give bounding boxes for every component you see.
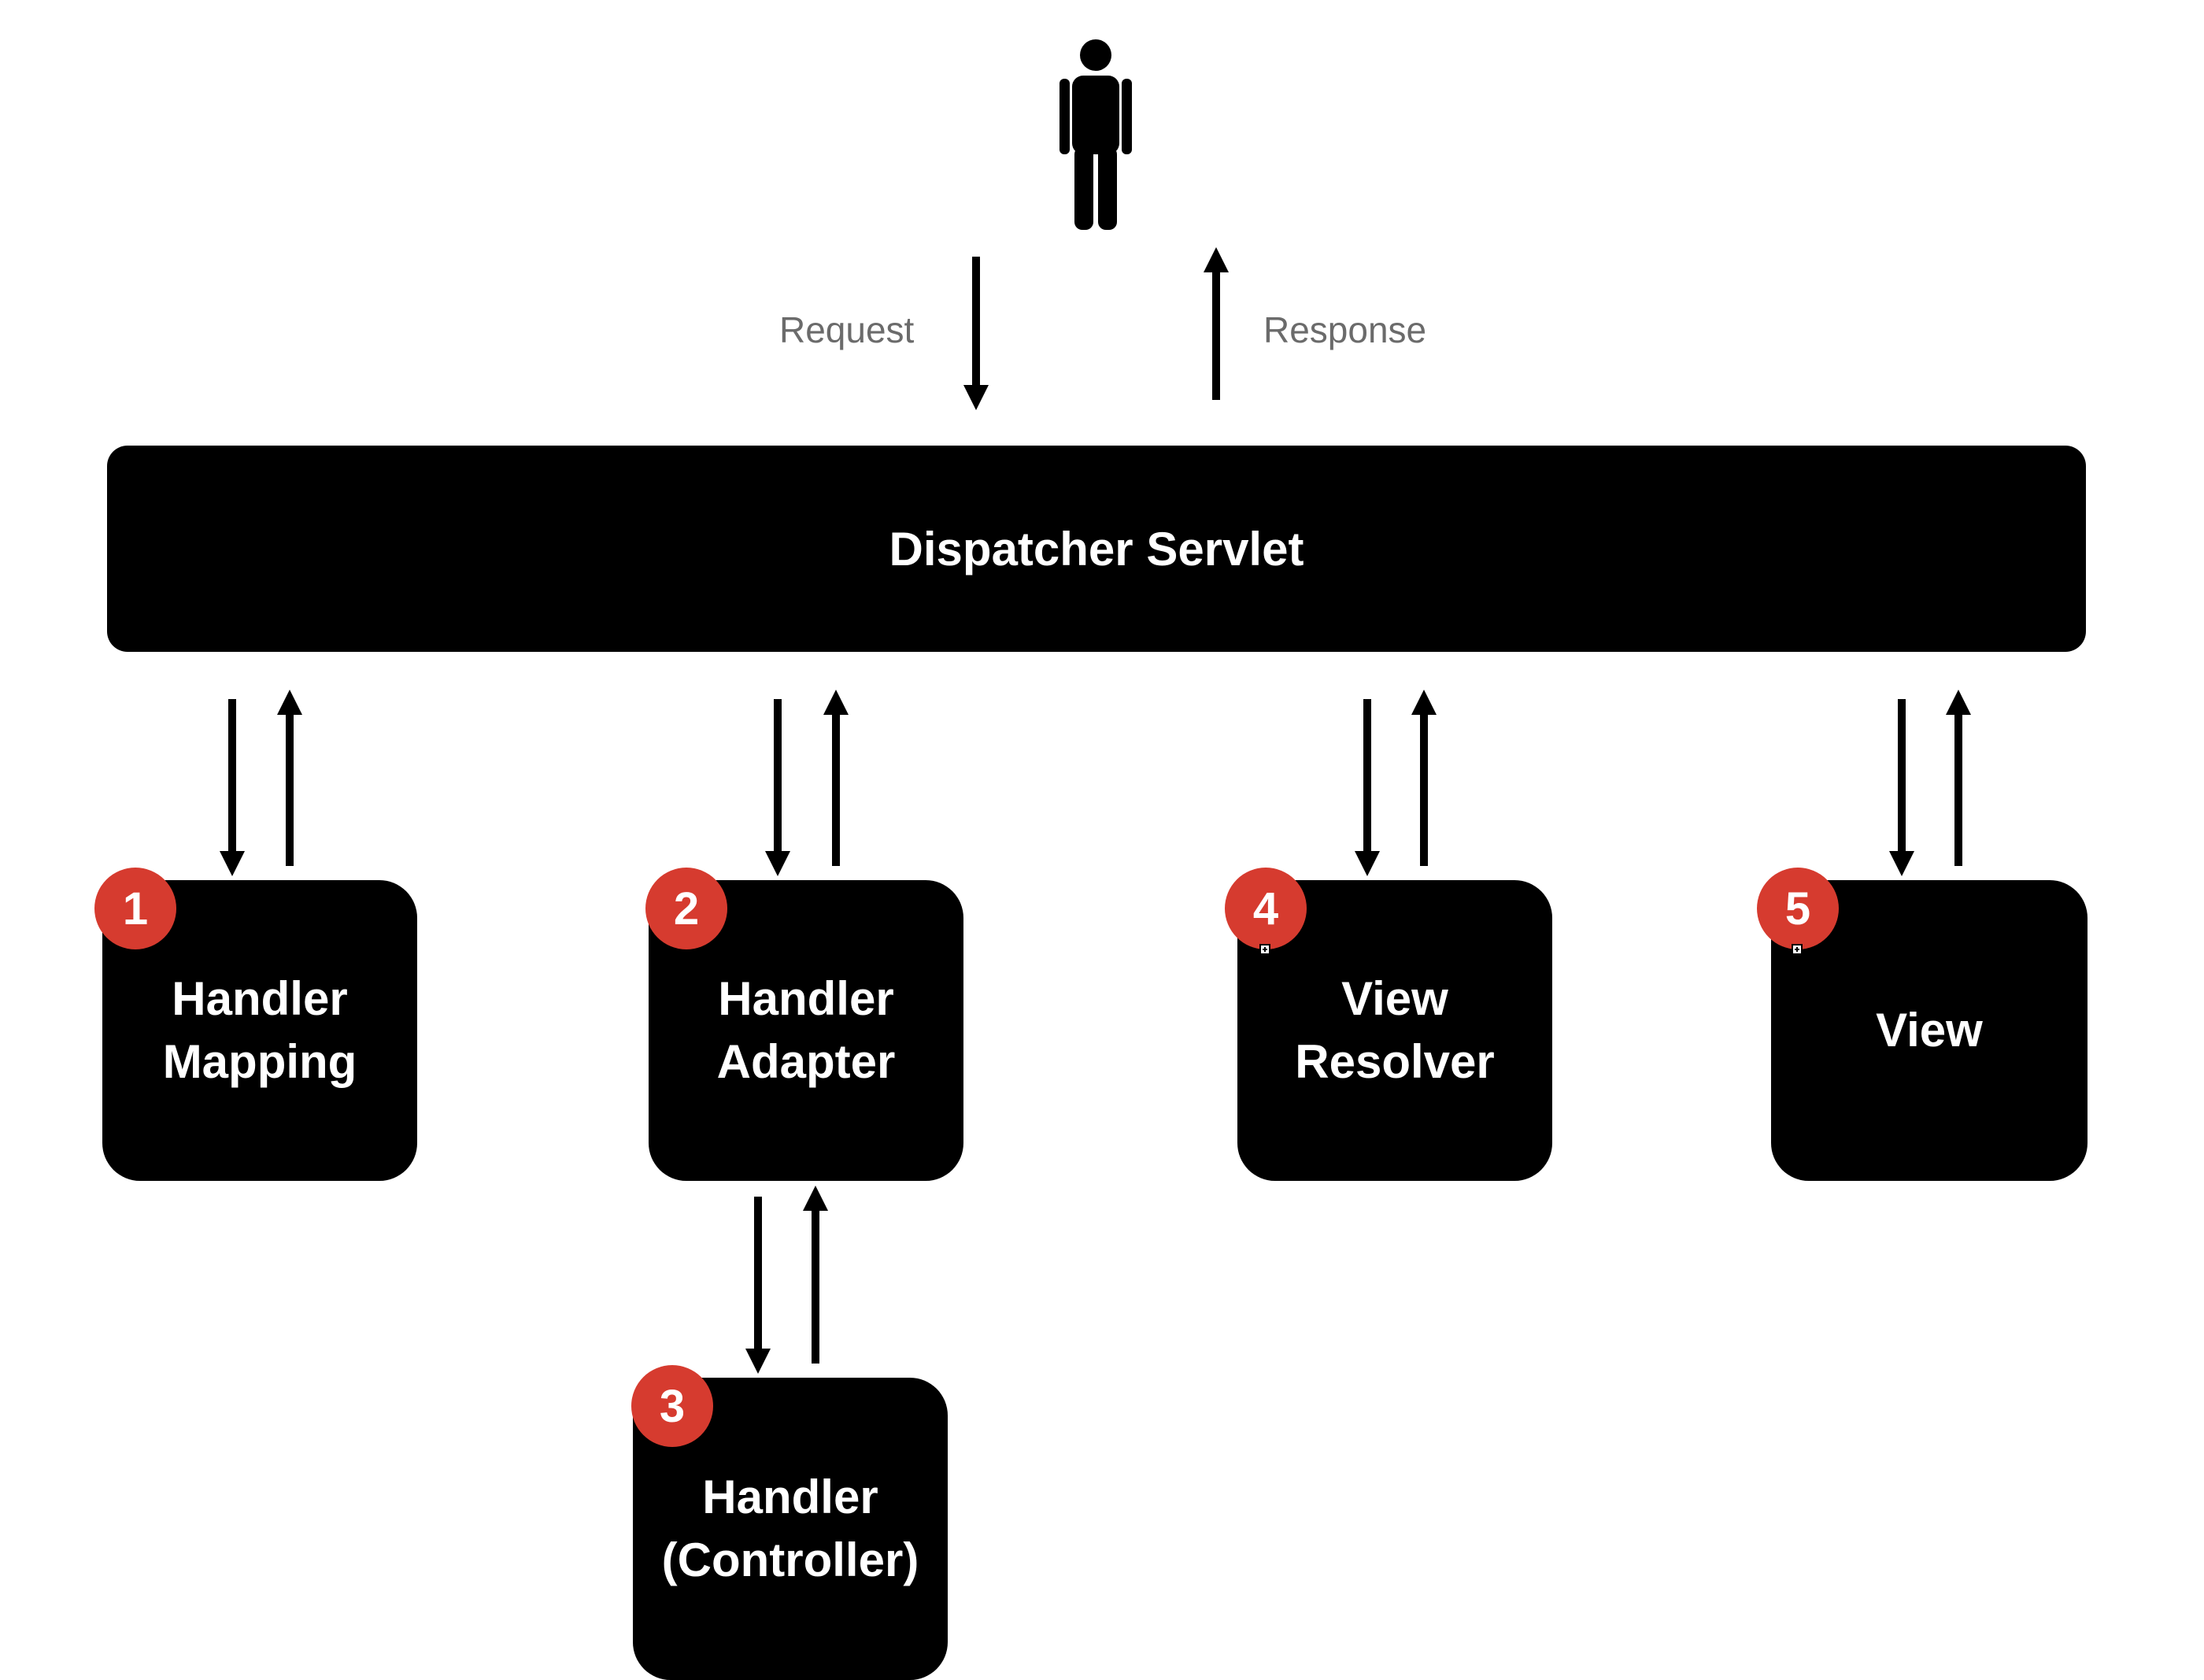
resize-handle-icon bbox=[1259, 944, 1270, 955]
handler-adapter-title: Handler Adapter bbox=[716, 972, 896, 1088]
step-badge-4: 4 bbox=[1225, 868, 1307, 949]
response-label: Response bbox=[1263, 309, 1427, 350]
step-badge-1: 1 bbox=[94, 868, 176, 949]
resize-handle-icon bbox=[1792, 944, 1803, 955]
handler-mapping-title: Handler Mapping bbox=[162, 972, 357, 1088]
view-title: View bbox=[1876, 1004, 1983, 1056]
handler-controller-title: Handler (Controller) bbox=[661, 1471, 919, 1586]
dispatcher-servlet-title: Dispatcher Servlet bbox=[889, 522, 1304, 575]
user-icon bbox=[1059, 39, 1132, 230]
request-label: Request bbox=[779, 309, 915, 350]
step-badge-5: 5 bbox=[1757, 868, 1839, 949]
step-badge-3: 3 bbox=[631, 1365, 713, 1447]
step-badge-2: 2 bbox=[645, 868, 727, 949]
view-resolver-title: View Resolver bbox=[1295, 972, 1495, 1088]
dispatcher-servlet-box: Dispatcher Servlet bbox=[107, 446, 2086, 652]
